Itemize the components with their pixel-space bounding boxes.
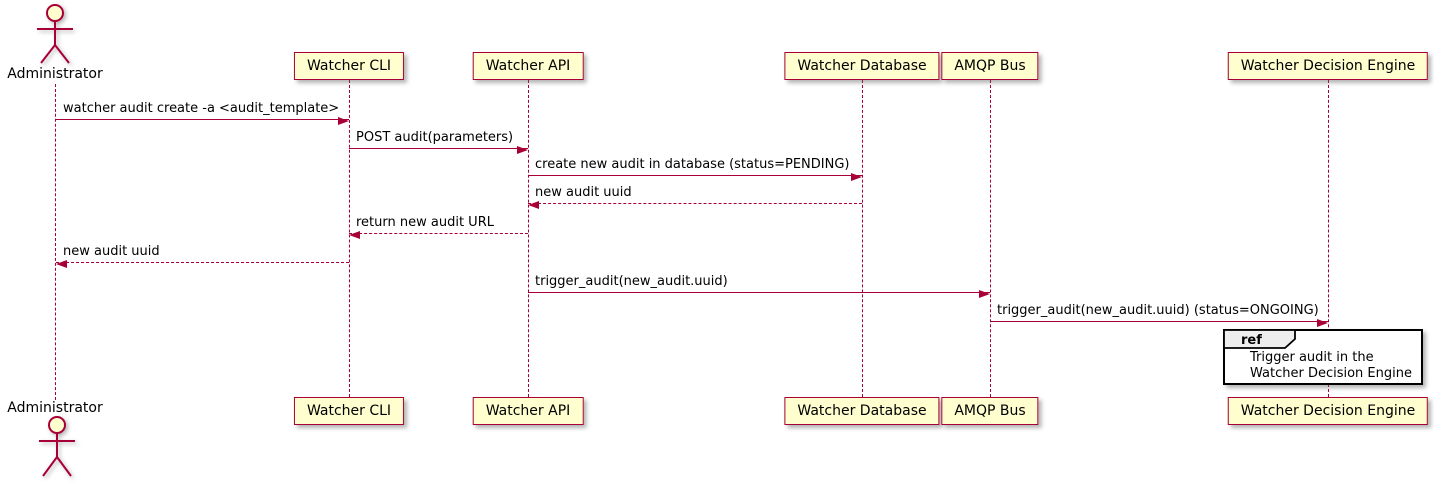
arrow-head-icon [56,260,67,268]
message-create-audit-db-label: create new audit in database (status=PEN… [535,157,850,172]
participant-administrator-top: Administrator [7,66,103,82]
lifeline-watcher-api [528,80,529,397]
message-line [349,233,528,234]
message-audit-create: watcher audit create -a <audit_template> [56,101,349,125]
message-line [56,262,349,263]
ref-keyword: ref [1241,333,1262,348]
participant-watcher-database-top: Watcher Database [784,52,940,80]
ref-text: Trigger audit in the Watcher Decision En… [1225,331,1421,381]
message-post-audit: POST audit(parameters) [349,130,528,154]
participant-watcher-decision-engine-top: Watcher Decision Engine [1227,52,1429,80]
message-audit-create-label: watcher audit create -a <audit_template> [63,101,340,116]
ref-fragment: ref Trigger audit in the Watcher Decisio… [1223,329,1423,385]
ref-tab-icon: ref [1223,329,1296,349]
message-line [528,175,862,176]
actor-icon [37,4,73,64]
arrow-head-icon [338,117,349,125]
participant-amqp-bus-top: AMQP Bus [941,52,1039,80]
lifeline-amqp-bus [990,80,991,397]
participant-watcher-api-bottom: Watcher API [472,397,584,425]
participant-watcher-cli-bottom: Watcher CLI [293,397,405,425]
arrow-head-icon [979,290,990,298]
message-return-audit-url: return new audit URL [349,215,528,239]
lifeline-watcher-decision-engine [1328,80,1329,397]
participant-amqp-bus-bottom: AMQP Bus [941,397,1039,425]
message-trigger-audit: trigger_audit(new_audit.uuid) [528,274,990,298]
message-trigger-audit-ongoing: trigger_audit(new_audit.uuid) (status=ON… [990,303,1328,327]
arrow-head-icon [528,201,539,209]
participant-watcher-database-bottom: Watcher Database [784,397,940,425]
arrow-head-icon [349,231,360,239]
message-new-audit-uuid-return-label: new audit uuid [535,185,632,200]
ref-text-line-2: Watcher Decision Engine [1250,365,1412,381]
ref-text-line-1: Trigger audit in the [1250,350,1374,365]
message-create-audit-db: create new audit in database (status=PEN… [528,157,862,181]
message-trigger-audit-ongoing-label: trigger_audit(new_audit.uuid) (status=ON… [997,303,1319,318]
participant-administrator-bottom: Administrator [7,400,103,416]
actor-icon [39,416,75,477]
message-trigger-audit-label: trigger_audit(new_audit.uuid) [535,274,728,289]
arrow-head-icon [1317,319,1328,327]
arrow-head-icon [851,173,862,181]
message-line [349,148,528,149]
lifeline-administrator [55,84,56,400]
message-line [990,321,1328,322]
participant-watcher-decision-engine-bottom: Watcher Decision Engine [1227,397,1429,425]
message-new-audit-uuid-admin-label: new audit uuid [63,244,160,259]
message-return-audit-url-label: return new audit URL [356,215,494,230]
message-new-audit-uuid-return: new audit uuid [528,185,862,209]
participant-watcher-api-top: Watcher API [472,52,584,80]
message-line [56,119,349,120]
message-post-audit-label: POST audit(parameters) [356,130,514,145]
lifeline-watcher-database [862,80,863,397]
arrow-head-icon [517,146,528,154]
message-new-audit-uuid-admin: new audit uuid [56,244,349,268]
message-line [528,292,990,293]
participant-watcher-cli-top: Watcher CLI [293,52,405,80]
message-line [528,203,862,204]
